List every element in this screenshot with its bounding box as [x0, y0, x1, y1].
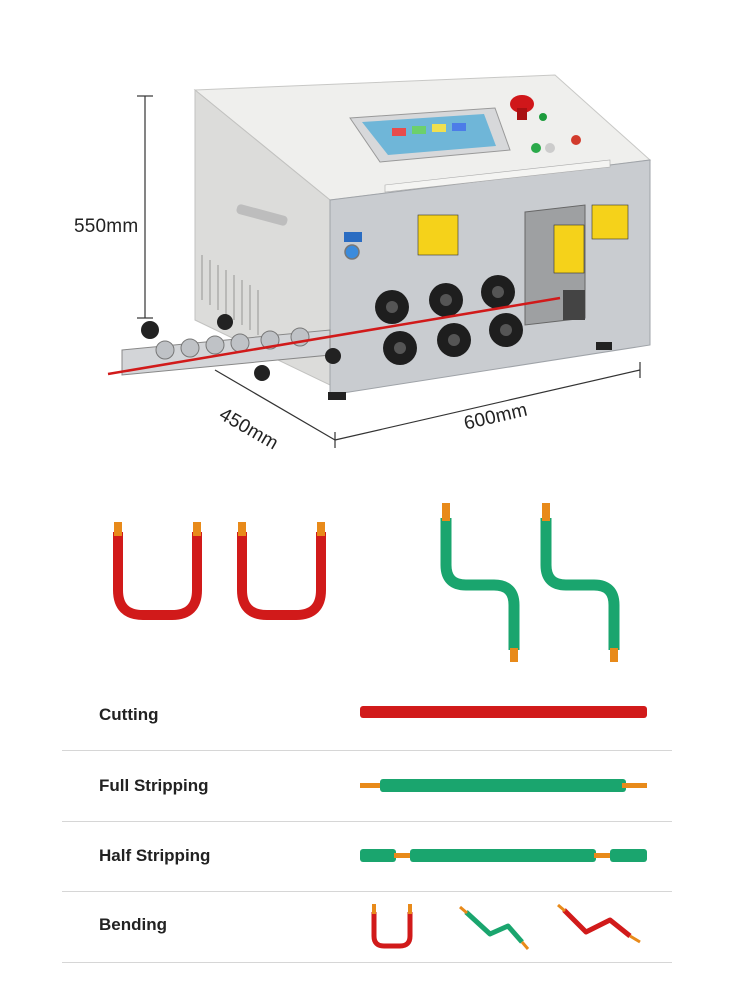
feature-label-bending: Bending [99, 915, 167, 934]
row-divider [62, 962, 672, 963]
u-bent-red-wires [113, 522, 326, 620]
half-stripping-wire-icon [360, 849, 647, 862]
feature-label-cutting: Cutting [99, 705, 159, 724]
feature-label-full-stripping: Full Stripping [99, 776, 209, 795]
row-divider [62, 821, 672, 822]
wire-stripping-machine [107, 74, 652, 400]
product-photo: 550mm 450mm 600mm [0, 0, 750, 470]
row-divider [62, 891, 672, 892]
row-divider [62, 750, 672, 751]
cutting-wire-icon [360, 706, 647, 718]
z-bent-green-wires [440, 503, 620, 662]
height-dimension-line [137, 95, 641, 448]
feature-label-half-stripping: Half Stripping [99, 846, 211, 865]
full-stripping-wire-icon [360, 779, 647, 792]
bending-wire-icons [371, 903, 641, 950]
height-dimension-label: 550mm [74, 216, 139, 237]
